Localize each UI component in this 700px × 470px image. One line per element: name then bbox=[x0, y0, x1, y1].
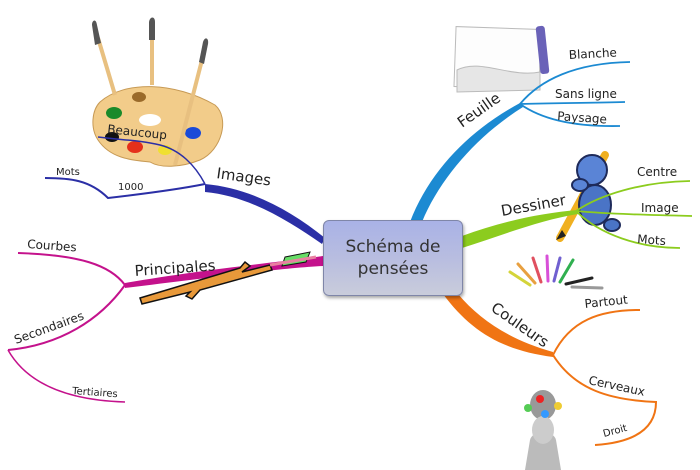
label-sans-ligne[interactable]: Sans ligne bbox=[555, 87, 617, 101]
label-courbes[interactable]: Courbes bbox=[27, 237, 77, 254]
label-droit[interactable]: Droit bbox=[602, 423, 629, 440]
label-1000[interactable]: 1000 bbox=[118, 182, 143, 193]
label-mots-images[interactable]: Mots bbox=[56, 167, 80, 178]
label-image[interactable]: Image bbox=[641, 201, 679, 215]
label-mots-dessiner[interactable]: Mots bbox=[637, 232, 667, 248]
arrow-icon bbox=[139, 251, 317, 305]
branch-dessiner bbox=[462, 180, 693, 249]
drawing-figure-icon bbox=[556, 151, 621, 242]
label-centre[interactable]: Centre bbox=[637, 165, 677, 179]
paint-palette-icon bbox=[92, 17, 224, 167]
label-principales[interactable]: Principales bbox=[134, 256, 216, 280]
label-images[interactable]: Images bbox=[215, 164, 272, 189]
central-topic-title: Schéma de pensées bbox=[345, 237, 441, 279]
label-paysage[interactable]: Paysage bbox=[557, 109, 608, 126]
label-partout[interactable]: Partout bbox=[584, 292, 629, 310]
label-tertiaires[interactable]: Tertiaires bbox=[71, 386, 118, 400]
head-bulbs-icon bbox=[524, 390, 562, 470]
colored-pencils-icon bbox=[508, 254, 604, 290]
label-cerveaux[interactable]: Cerveaux bbox=[587, 373, 646, 399]
central-topic[interactable]: Schéma de pensées bbox=[323, 220, 463, 296]
branch-feuille bbox=[410, 61, 631, 222]
label-blanche[interactable]: Blanche bbox=[568, 45, 617, 61]
branch-couleurs bbox=[443, 294, 658, 446]
label-beaucoup[interactable]: Beaucoup bbox=[107, 122, 168, 142]
branch-images bbox=[44, 136, 325, 244]
notepad-pen-icon bbox=[453, 25, 550, 93]
